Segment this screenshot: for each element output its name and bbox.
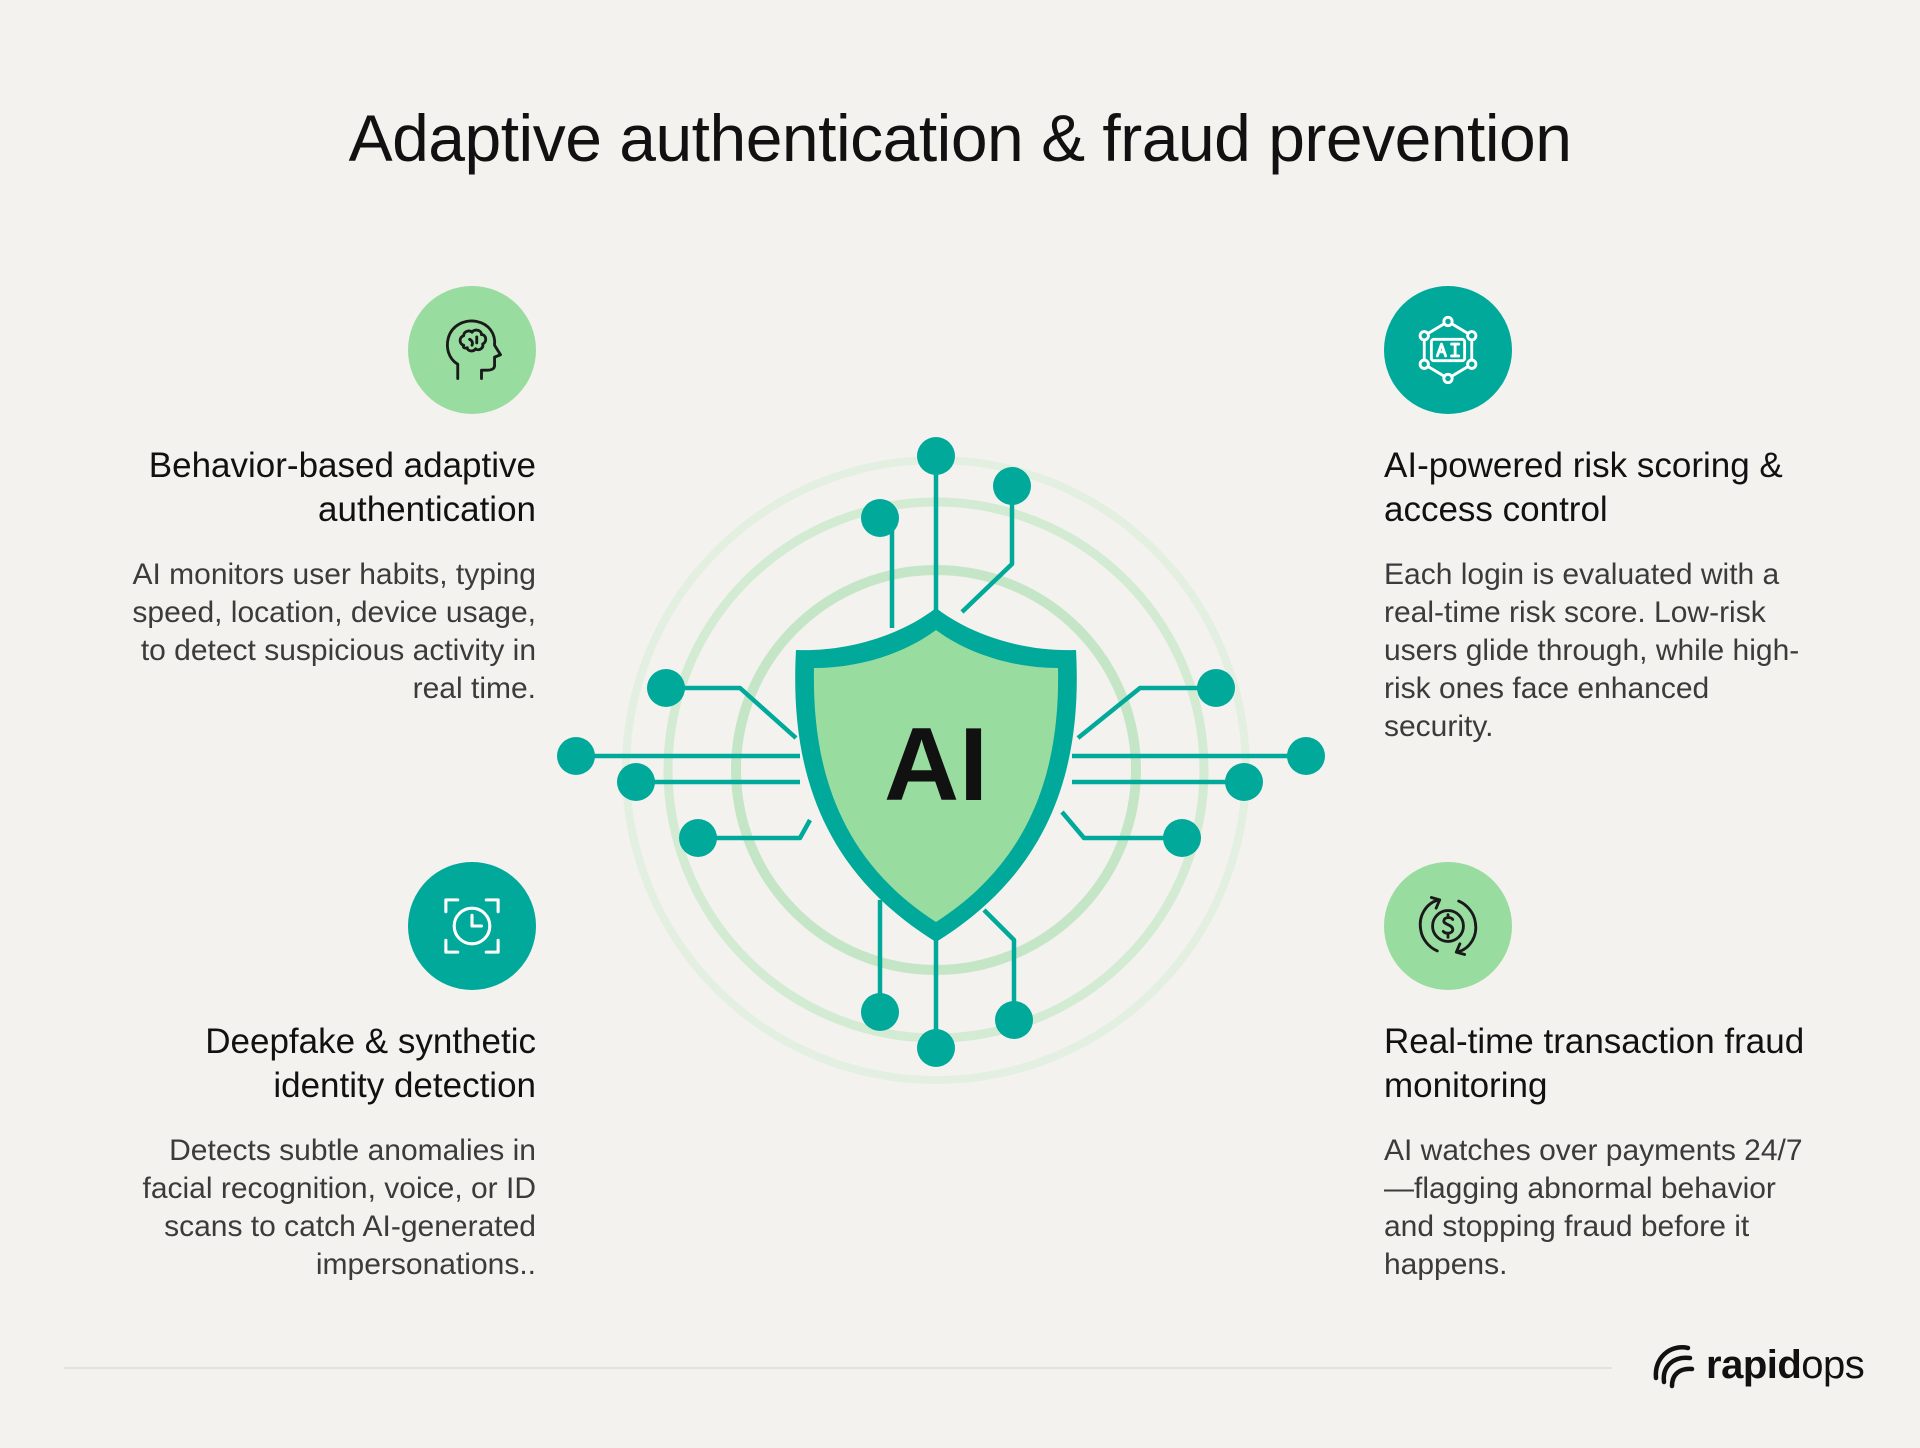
footer-divider [64, 1367, 1612, 1369]
feature-description: Detects subtle anomalies in facial recog… [142, 1134, 536, 1281]
feature-heading: Behavior-based adaptive authentication [148, 446, 536, 529]
dollar-refresh-icon-circle [1384, 862, 1512, 990]
feature-description: AI watches over payments 24/7 —flagging … [1384, 1134, 1803, 1281]
ai-network-icon [1418, 315, 1478, 385]
face-scan-clock-icon [444, 898, 500, 954]
shield-label: AI [884, 707, 988, 823]
dollar-refresh-icon [1418, 896, 1478, 956]
face-scan-clock-icon-circle [408, 862, 536, 990]
brain-head-icon [445, 319, 502, 380]
rapidops-logo: rapidops [1648, 1338, 1865, 1392]
page-title: Adaptive authentication & fraud preventi… [348, 101, 1572, 175]
ai-shield-graphic: AI [557, 437, 1325, 1084]
feature-behavior: Behavior-based adaptive authentication A… [66, 444, 536, 708]
feature-heading: AI-powered risk scoring & access control [1384, 446, 1783, 529]
logo-wordmark: rapidops [1706, 1342, 1865, 1387]
brain-head-icon-circle [408, 286, 536, 414]
feature-deepfake: Deepfake & synthetic identity detection … [66, 1020, 536, 1284]
feature-transaction: Real-time transaction fraud monitoring A… [1384, 1020, 1854, 1284]
circuit-nodes [557, 437, 1325, 1067]
rapidops-logo-icon [1653, 1345, 1695, 1389]
feature-risk-scoring: AI-powered risk scoring & access control… [1384, 444, 1854, 746]
shield-icon [795, 608, 1077, 942]
feature-description: Each login is evaluated with a real-time… [1384, 558, 1800, 743]
ai-network-icon-circle [1384, 286, 1512, 414]
feature-heading: Deepfake & synthetic identity detection [205, 1022, 536, 1105]
feature-heading: Real-time transaction fraud monitoring [1384, 1022, 1805, 1105]
feature-description: AI monitors user habits, typing speed, l… [132, 558, 536, 705]
